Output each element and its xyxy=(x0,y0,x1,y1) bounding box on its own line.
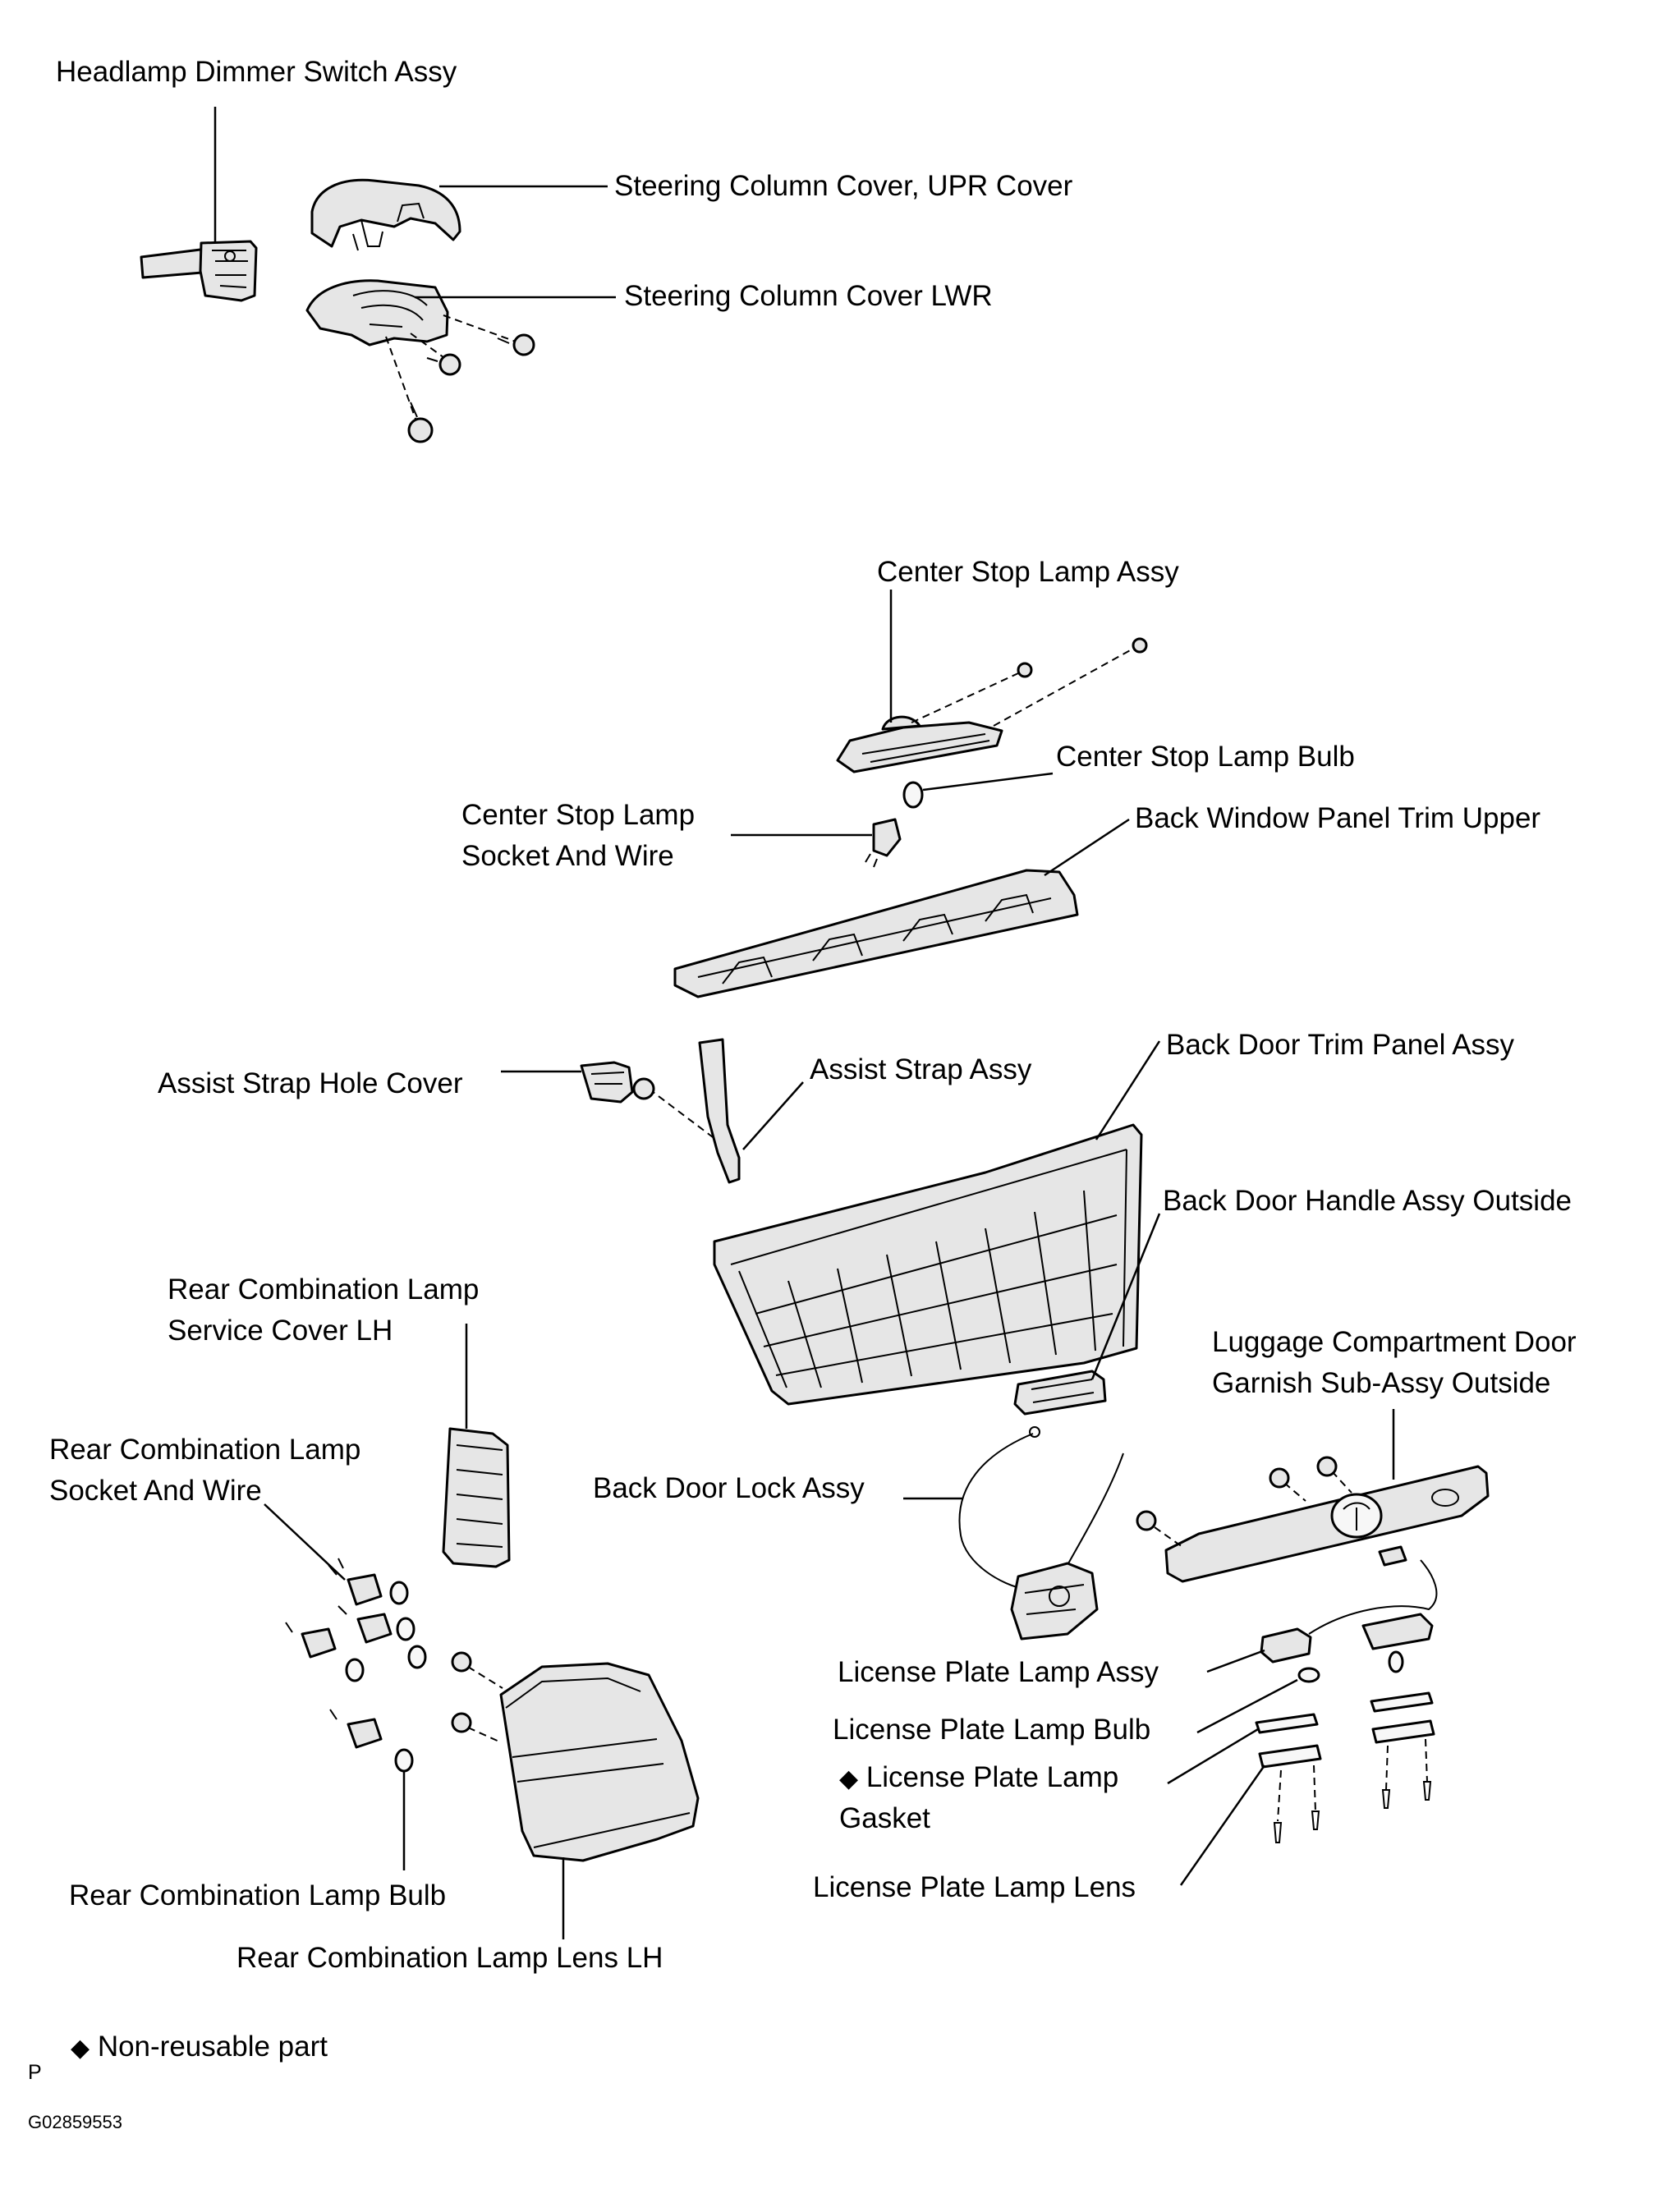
license-bulb-leader xyxy=(1196,1678,1298,1734)
rear-combo-lens-part xyxy=(499,1662,700,1862)
rear-combo-socket-part xyxy=(285,1558,393,1749)
license-bulb-label: License Plate Lamp Bulb xyxy=(833,1714,1151,1746)
back-door-lock-label: Back Door Lock Assy xyxy=(593,1472,865,1504)
assist-strap-hole-cover-label: Assist Strap Hole Cover xyxy=(158,1067,463,1099)
back-door-trim-leader xyxy=(1095,1040,1161,1140)
rear-combo-bulb-label: Rear Combination Lamp Bulb xyxy=(69,1879,447,1911)
rear-combo-socket-label-line1: Rear Combination Lamp xyxy=(49,1434,361,1466)
back-window-trim-part xyxy=(673,869,1079,998)
center-stop-lamp-part xyxy=(836,715,1003,773)
license-gasket-leader xyxy=(1167,1728,1259,1785)
assist-strap-part xyxy=(698,1038,741,1184)
license-plate-lamp-lens-part xyxy=(1258,1719,1435,1769)
back-door-handle-label: Back Door Handle Assy Outside xyxy=(1163,1185,1572,1217)
rear-combo-socket-leader xyxy=(264,1503,346,1581)
rear-combo-bulbs-part xyxy=(345,1581,427,1773)
luggage-garnish-label-line2: Garnish Sub-Assy Outside xyxy=(1212,1367,1551,1399)
headlamp-dimmer-switch-label: Headlamp Dimmer Switch Assy xyxy=(56,56,457,88)
assist-strap-label: Assist Strap Assy xyxy=(810,1053,1032,1085)
license-plate-lamp-part xyxy=(1260,1545,1438,1664)
license-lamp-label: License Plate Lamp Assy xyxy=(838,1656,1159,1688)
steering-lower-cover-label: Steering Column Cover LWR xyxy=(624,280,993,312)
back-window-trim-leader xyxy=(1044,818,1130,877)
assist-strap-hole-cover-part xyxy=(580,1061,634,1104)
rear-combo-service-cover-part xyxy=(442,1427,511,1568)
back-door-lock-part xyxy=(958,1426,1124,1641)
diamond-icon: ◆ xyxy=(839,1765,859,1792)
assist-strap-leader xyxy=(742,1081,804,1150)
center-stop-lamp-label: Center Stop Lamp Assy xyxy=(877,556,1179,588)
center-stop-bulb-label: Center Stop Lamp Bulb xyxy=(1056,741,1355,773)
figure-id: G02859553 xyxy=(28,2112,122,2132)
steering-cover-screws xyxy=(385,314,535,443)
license-plate-lamp-bulb-part xyxy=(1297,1650,1404,1683)
assist-strap-screw xyxy=(632,1077,723,1145)
center-stop-socket-label-line1: Center Stop Lamp xyxy=(461,799,696,831)
license-gasket-label-line2: Gasket xyxy=(839,1802,930,1834)
legend-non-reusable: ◆ Non-reusable part xyxy=(71,2026,328,2069)
rear-combo-nuts xyxy=(451,1651,503,1743)
steering-column-lower-cover-part xyxy=(305,279,449,346)
luggage-garnish-label-line1: Luggage Compartment Door xyxy=(1212,1326,1577,1358)
license-lens-leader xyxy=(1179,1765,1266,1886)
license-gasket-label-line1: ◆ License Plate Lamp xyxy=(839,1761,1119,1793)
license-plate-lamp-gasket-part xyxy=(1255,1691,1434,1734)
steering-column-upper-cover-part xyxy=(310,178,461,251)
garnish-nuts xyxy=(1136,1456,1352,1548)
rear-combo-service-label-line2: Service Cover LH xyxy=(168,1315,393,1347)
page-marker: P xyxy=(28,2061,42,2084)
back-door-trim-label: Back Door Trim Panel Assy xyxy=(1166,1029,1515,1061)
back-door-handle-leader xyxy=(1090,1213,1161,1380)
license-lens-label: License Plate Lamp Lens xyxy=(813,1871,1136,1903)
rear-combo-service-label-line1: Rear Combination Lamp xyxy=(168,1274,480,1306)
headlamp-dimmer-switch-part xyxy=(140,240,258,302)
rear-combo-socket-label-line2: Socket And Wire xyxy=(49,1475,262,1507)
center-stop-socket-label-line2: Socket And Wire xyxy=(461,840,674,872)
steering-upper-cover-label: Steering Column Cover, UPR Cover xyxy=(614,170,1073,202)
license-lamp-screws xyxy=(1273,1738,1432,1843)
luggage-garnish-part xyxy=(1164,1465,1490,1583)
diamond-icon: ◆ xyxy=(71,2035,90,2062)
rear-combo-lens-label: Rear Combination Lamp Lens LH xyxy=(236,1942,663,1974)
center-stop-lamp-socket-part xyxy=(865,818,902,868)
center-stop-bulb-leader xyxy=(922,772,1054,792)
back-door-trim-panel-part xyxy=(713,1123,1143,1406)
license-lamp-leader xyxy=(1206,1649,1265,1673)
center-stop-lamp-screws xyxy=(911,637,1148,727)
back-window-trim-label: Back Window Panel Trim Upper xyxy=(1135,802,1541,834)
back-door-handle-part xyxy=(1013,1370,1107,1416)
center-stop-lamp-bulb-part xyxy=(902,781,924,809)
legend-text: Non-reusable part xyxy=(97,2031,328,2063)
